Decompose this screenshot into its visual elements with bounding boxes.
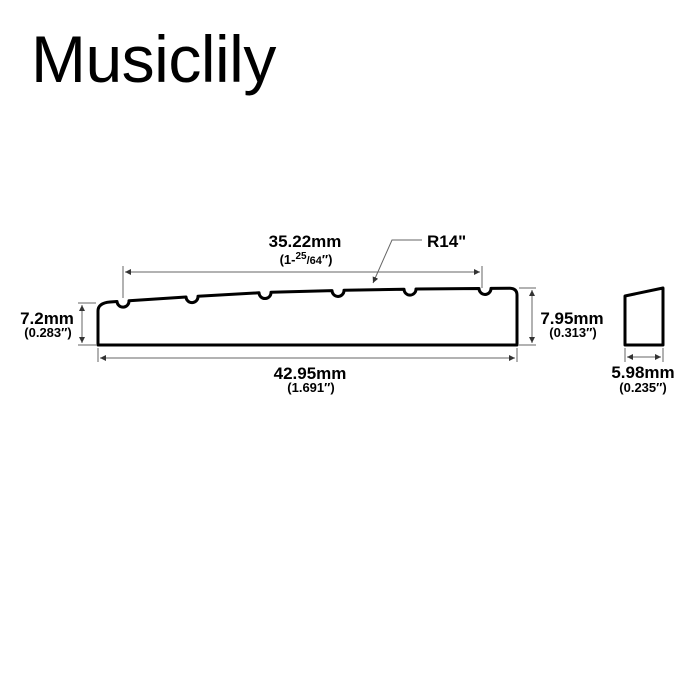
left-height-inch: (0.283″) xyxy=(24,325,71,340)
length-inch: (1.691″) xyxy=(287,380,334,395)
nut-side-outline xyxy=(623,286,665,347)
nut-front-outline xyxy=(96,286,519,347)
brand-logo-text: Musiclily xyxy=(31,22,276,96)
string-spacing-mm: 35.22mm xyxy=(269,232,342,251)
right-height-dimension xyxy=(519,287,536,346)
length-mm: 42.95mm xyxy=(274,364,347,383)
length-dimension xyxy=(97,348,518,362)
radius-label: R14" xyxy=(427,232,466,251)
width-inch: (0.235″) xyxy=(619,380,666,395)
string-spacing-dimension xyxy=(122,266,483,298)
width-dimension xyxy=(624,348,664,362)
right-height-inch: (0.313″) xyxy=(549,325,596,340)
left-height-dimension xyxy=(78,302,96,346)
string-spacing-inch: (1-25/64″) xyxy=(280,251,333,267)
right-height-mm: 7.95mm xyxy=(540,309,603,328)
width-mm: 5.98mm xyxy=(611,363,674,382)
radius-leader xyxy=(372,239,422,284)
left-height-mm: 7.2mm xyxy=(20,309,74,328)
